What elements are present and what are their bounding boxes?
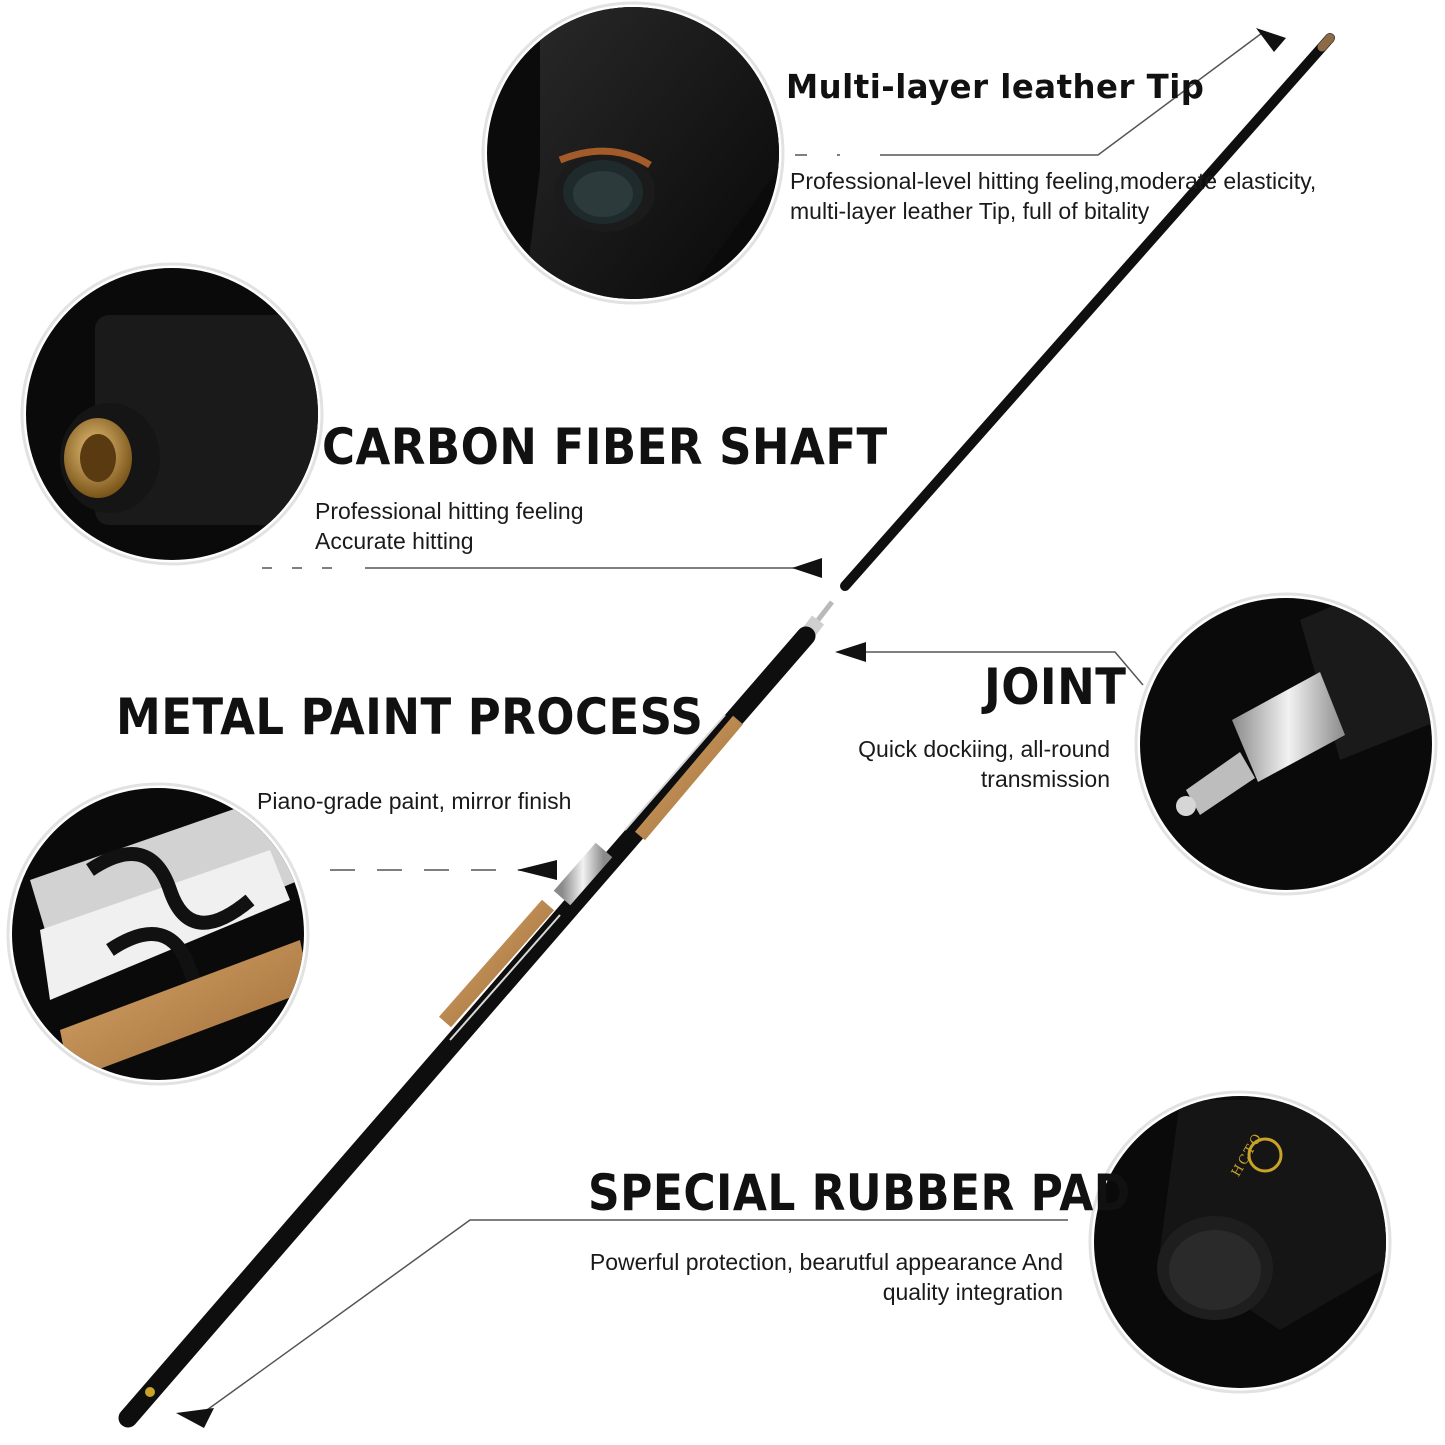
shaft-ferrule — [1317, 33, 1335, 52]
inlay-upper-a — [635, 715, 743, 841]
silver-ring — [553, 842, 613, 906]
arrow-tip — [1256, 28, 1286, 52]
tip-description: Professional-level hitting feeling,moder… — [790, 166, 1316, 226]
paint-closeup-circle — [6, 782, 310, 1086]
shaft-desc-line-1: Professional hitting feeling — [315, 498, 584, 524]
pad-description: Powerful protection, bearutful appearanc… — [585, 1247, 1063, 1307]
joint-pin — [816, 600, 834, 622]
pad-closeup-circle — [1088, 1090, 1392, 1394]
inlay-lower-a — [438, 899, 555, 1028]
cue-butt — [118, 600, 834, 1428]
arrow-joint — [835, 642, 866, 662]
joint-desc-line-1: Quick dockiing, all-round — [858, 736, 1110, 762]
arrow-shaft — [792, 558, 822, 578]
pad-title: SPECIAL RUBBER PAD — [588, 1164, 1131, 1222]
joint-desc-line-2: transmission — [980, 766, 1110, 792]
tip-desc-line-2: multi-layer leather Tip, full of bitalit… — [790, 198, 1150, 224]
shaft-body — [840, 33, 1335, 591]
tip-desc-line-1: Professional-level hitting feeling,moder… — [790, 168, 1317, 194]
leader-joint — [866, 651, 1144, 686]
tip-closeup-circle — [481, 1, 785, 305]
leader-pad — [199, 1219, 1068, 1416]
arrow-paint — [517, 860, 557, 880]
shaft-description: Professional hitting feeling Accurate hi… — [315, 496, 584, 556]
paint-description: Piano-grade paint, mirror finish — [257, 786, 571, 816]
inlay-upper-b — [624, 714, 726, 831]
joint-description: Quick dockiing, all-round transmission — [840, 734, 1110, 794]
shaft-title: CARBON FIBER SHAFT — [322, 418, 888, 476]
arrow-pad — [176, 1408, 214, 1428]
paint-title: METAL PAINT PROCESS — [116, 688, 704, 746]
inlay-lower-b — [449, 914, 561, 1041]
leader-tip-solid — [880, 32, 1263, 156]
cue-shaft — [840, 33, 1335, 591]
pad-desc-line-2: quality integration — [882, 1279, 1063, 1305]
leader-lines — [199, 32, 1263, 1416]
tip-title: Multi-layer leather Tip — [786, 67, 1205, 106]
paint-desc-line-1: Piano-grade paint, mirror finish — [257, 788, 572, 814]
arrow-heads — [176, 28, 1286, 1428]
joint-title: JOINT — [984, 658, 1127, 716]
shaft-closeup-circle — [20, 262, 324, 566]
pad-desc-line-1: Powerful protection, bearutful appearanc… — [589, 1249, 1063, 1275]
butt-cap-logo — [145, 1387, 155, 1397]
shaft-desc-line-2: Accurate hitting — [315, 528, 474, 554]
joint-closeup-circle — [1134, 592, 1438, 896]
